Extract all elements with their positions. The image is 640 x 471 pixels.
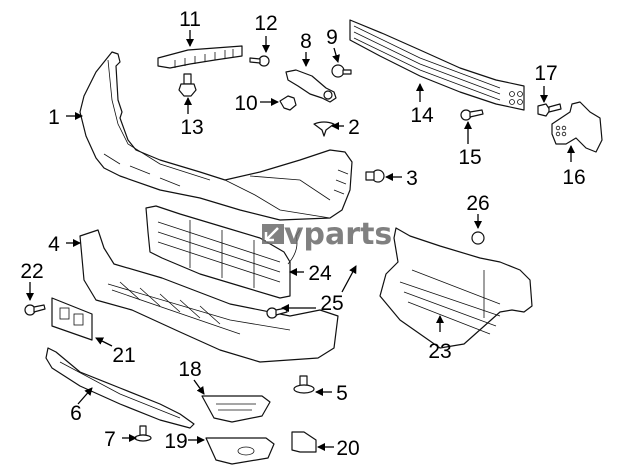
callout-21: 21 [112, 344, 135, 367]
part-23-air-guide[interactable] [379, 227, 533, 349]
part-24-grille-shutter[interactable] [145, 205, 301, 299]
callout-23: 23 [428, 340, 451, 363]
callout-13: 13 [180, 116, 203, 139]
callout-4: 4 [48, 233, 60, 256]
callout-26: 26 [466, 192, 489, 215]
callout-7: 7 [104, 428, 116, 451]
callout-5: 5 [336, 382, 348, 405]
part-18-fog-light-trim[interactable] [201, 395, 271, 423]
part-26-push-pin[interactable] [471, 231, 485, 245]
callout-11: 11 [179, 8, 201, 31]
callout-18: 18 [178, 358, 201, 381]
callout-2: 2 [348, 116, 360, 139]
callout-16: 16 [562, 166, 585, 189]
part-13-bolt[interactable] [178, 73, 197, 97]
callout-17: 17 [534, 62, 557, 85]
leader-lines [26, 30, 575, 451]
watermark: vparts [262, 217, 392, 252]
part-1-bumper-cover[interactable] [79, 51, 353, 221]
part-9-clip[interactable] [331, 64, 352, 78]
part-8-bracket[interactable] [285, 69, 337, 103]
part-4-lower-cover[interactable] [79, 229, 339, 363]
part-15-screw[interactable] [460, 109, 484, 121]
part-12-screw[interactable] [249, 55, 270, 67]
callout-1: 1 [48, 106, 60, 129]
part-19-fog-bezel[interactable] [205, 437, 275, 465]
part-21-license-bracket[interactable] [51, 297, 93, 341]
callout-10: 10 [234, 92, 257, 115]
part-7-clip[interactable] [134, 425, 152, 442]
part-20-cover[interactable] [291, 431, 317, 453]
callout-8: 8 [300, 30, 312, 53]
callout-25: 25 [320, 292, 343, 315]
part-22-screw[interactable] [24, 304, 46, 316]
part-11-bracket[interactable] [157, 45, 243, 69]
callout-20: 20 [336, 437, 359, 460]
callout-14: 14 [410, 104, 434, 127]
part-16-bracket[interactable] [551, 101, 603, 153]
callout-3: 3 [406, 167, 418, 190]
callout-6: 6 [70, 402, 82, 425]
kv-logo-icon [262, 224, 284, 244]
part-10-clip[interactable] [279, 95, 297, 111]
callout-12: 12 [254, 12, 277, 35]
callout-labels: 1 2 3 4 5 6 7 8 9 10 11 12 13 14 15 16 1… [20, 8, 585, 460]
callout-19: 19 [164, 430, 187, 453]
part-3-clip[interactable] [365, 169, 385, 183]
callout-9: 9 [326, 26, 338, 49]
part-5-clip[interactable] [293, 375, 315, 394]
part-6-trim-strip[interactable] [45, 347, 195, 429]
part-17-bolt[interactable] [537, 103, 562, 117]
callout-24: 24 [308, 262, 332, 285]
callout-15: 15 [458, 146, 481, 169]
callout-22: 22 [20, 260, 43, 283]
watermark-text: vparts [284, 217, 392, 252]
part-2-push-pin[interactable] [313, 121, 335, 137]
part-14-reinforcement[interactable] [349, 19, 525, 111]
